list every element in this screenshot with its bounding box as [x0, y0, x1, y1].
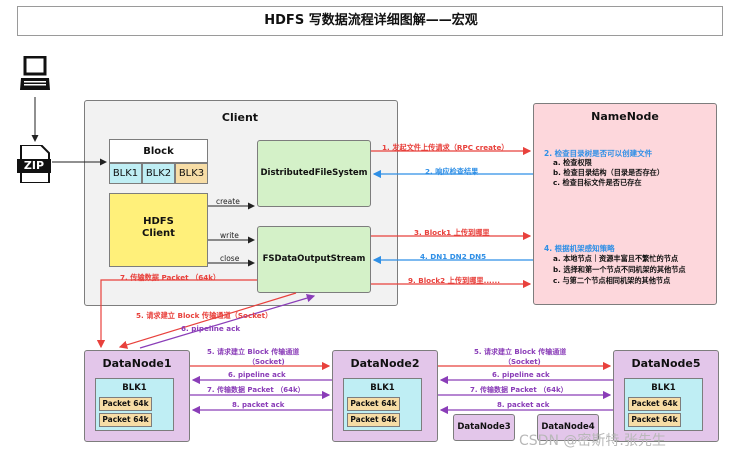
dn2-dn5-request-label: 5. 请求建立 Block 传输通道	[474, 348, 567, 356]
datanode2-title: DataNode2	[350, 357, 420, 370]
packet-box	[347, 413, 400, 427]
pipeline-ack-arrow	[139, 294, 316, 349]
datanode4-label: DataNode4	[541, 422, 595, 432]
laptop-icon	[20, 56, 50, 96]
packet-box	[628, 397, 681, 411]
watermark: CSDN @密斯特.张先生	[519, 433, 666, 449]
packet-box	[347, 397, 400, 411]
blk2-cell	[142, 163, 175, 184]
datanode2-blk-label: BLK1	[370, 383, 395, 393]
dn2-dn5-packet-label: 7. 传输数据 Packet （64k）	[470, 386, 568, 394]
namenode-policy-item: a. 本地节点｜资源丰富且不繁忙的节点	[553, 254, 679, 263]
client-title: Client	[221, 111, 259, 124]
zip-label: ZIP	[23, 159, 45, 172]
block-header	[109, 139, 208, 163]
message-2-label: 2. 响应检查结果	[425, 167, 479, 176]
distributed-file-system-label: DistributedFileSystem	[260, 168, 368, 178]
dn1-dn2-request-sub-label: （Socket)	[248, 358, 285, 366]
datanode3-box	[453, 414, 515, 441]
packet-label: Packet 64k	[350, 415, 397, 424]
message-3-label: 3. Block1 上传到哪里	[414, 228, 490, 237]
message-9-label: 9. Block2 上传到哪里......	[408, 276, 500, 285]
fsdataoutputstream-box	[257, 226, 371, 293]
packet-label: Packet 64k	[350, 399, 397, 408]
datanode5-title: DataNode5	[631, 357, 701, 370]
message-4-label: 4. DN1 DN2 DN5	[420, 252, 487, 261]
namenode-box	[533, 103, 717, 305]
create-label: create	[216, 197, 240, 206]
dn2-dn5-ack-label: 6. pipeline ack	[492, 371, 550, 379]
datanode3-label: DataNode3	[457, 422, 511, 432]
datanode4-box	[537, 414, 599, 441]
blk1-cell	[109, 163, 142, 184]
blk3-label: BLK3	[178, 168, 205, 179]
message-5-label: 5. 请求建立 Block 传输通道（Socket）	[136, 311, 273, 320]
dn2-dn5-request-sub-label: （Socket)	[504, 358, 541, 366]
namenode-policy-heading: 4. 根据机架感知策略	[544, 244, 615, 253]
zip-file-icon: ZIP	[17, 145, 51, 183]
write-label: write	[220, 231, 239, 240]
dn1-dn2-packet-ack-label: 8. packet ack	[232, 401, 285, 409]
namenode-check-item: c. 检查目标文件是否已存在	[553, 178, 642, 187]
namenode-check-item: a. 检查权限	[553, 158, 592, 167]
datanode1-blk-label: BLK1	[122, 383, 147, 393]
blk2-label: BLK2	[145, 168, 172, 179]
packet-transfer-arrow	[96, 279, 257, 349]
packet-label: Packet 64k	[102, 399, 149, 408]
packet-label: Packet 64k	[631, 415, 678, 424]
namenode-title: NameNode	[591, 110, 659, 123]
message-1-label: 1. 发起文件上传请求（RPC create）	[382, 143, 509, 152]
dn1-dn2-packet-label: 7. 传输数据 Packet （64k）	[207, 386, 305, 394]
block-title: Block	[143, 146, 174, 157]
hdfs-client-box	[109, 193, 208, 267]
request-channel-arrow	[118, 292, 297, 349]
packet-box	[99, 413, 152, 427]
distributed-file-system-box	[257, 140, 371, 207]
datanode5-blk-label: BLK1	[651, 383, 676, 393]
page-title: HDFS 写数据流程详细图解——宏观	[264, 13, 478, 28]
namenode-check-item: b. 检查目录结构（目录是否存在）	[553, 168, 665, 177]
namenode-check-heading: 2. 检查目录树是否可以创建文件	[544, 149, 653, 158]
hdfs-client-label: HDFS Client	[142, 216, 175, 239]
datanode1-title: DataNode1	[102, 357, 172, 370]
dn1-dn2-request-label: 5. 请求建立 Block 传输通道	[207, 348, 300, 356]
message-7-label: 7. 传输数据 Packet （64k）	[120, 273, 221, 282]
packet-label: Packet 64k	[631, 399, 678, 408]
dn1-dn2-ack-label: 6. pipeline ack	[228, 371, 286, 379]
title-bar: HDFS 写数据流程详细图解——宏观	[17, 6, 723, 36]
close-label: close	[220, 254, 240, 263]
namenode-policy-item: b. 选择和第一个节点不同机架的其他节点	[553, 265, 686, 274]
namenode-policy-item: c. 与第二个节点相同机架的其他节点	[553, 276, 671, 285]
dn2-dn5-packet-ack-label: 8. packet ack	[497, 401, 550, 409]
blk3-cell	[175, 163, 208, 184]
packet-box	[99, 397, 152, 411]
blk1-label: BLK1	[112, 168, 139, 179]
packet-box	[628, 413, 681, 427]
message-6-label: 6. pipeline ack	[181, 324, 241, 333]
packet-label: Packet 64k	[102, 415, 149, 424]
fsdataoutputstream-label: FSDataOutputStream	[262, 254, 366, 264]
